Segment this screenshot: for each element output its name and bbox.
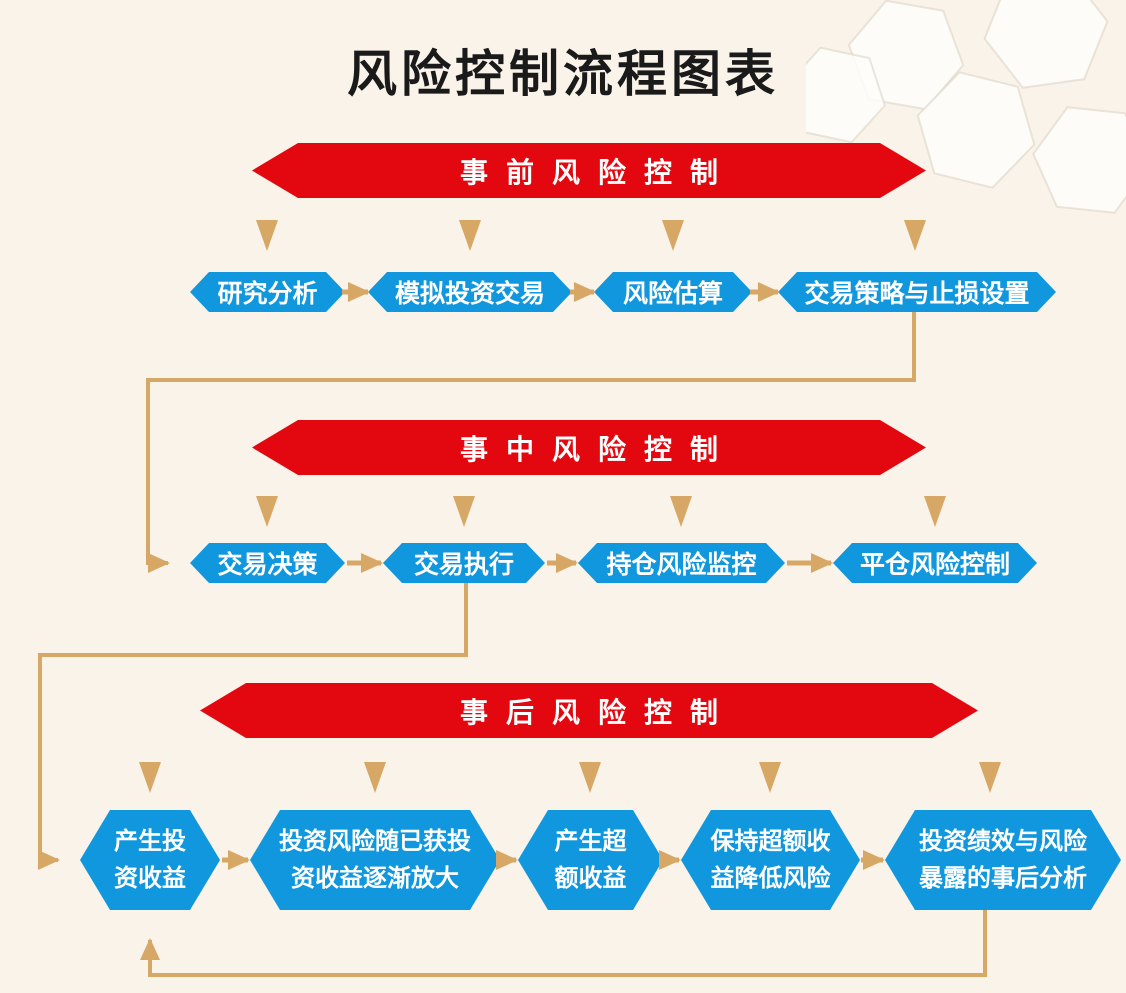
arrow-down-icon [662, 220, 684, 251]
step-performance-risk-exposure-analysis: 投资绩效与风险 暴露的事后分析 [885, 810, 1121, 910]
step-simulated-trading: 模拟投资交易 [368, 272, 572, 312]
step-maintain-excess-return-reduce-risk: 保持超额收 益降低风险 [681, 810, 860, 910]
arrow-down-icon [924, 496, 946, 527]
arrow-down-icon [256, 220, 278, 251]
step-trade-execution: 交易执行 [383, 543, 545, 583]
banner-in-event-risk-control: 事中风险控制 [252, 420, 926, 475]
arrow-down-icon [139, 762, 161, 793]
connector-feedback-loop [140, 910, 987, 977]
banner-pre-event-risk-control: 事前风险控制 [252, 143, 926, 198]
step-risk-estimation: 风险估算 [594, 272, 752, 312]
arrow-down-icon [759, 762, 781, 793]
step-trade-decision: 交易决策 [190, 543, 345, 583]
arrow-down-icon [459, 220, 481, 251]
arrow-down-icon [670, 496, 692, 527]
page-title: 风险控制流程图表 [347, 46, 779, 102]
step-research-analysis: 研究分析 [190, 272, 345, 312]
banner-post-event-risk-control: 事后风险控制 [200, 683, 978, 738]
step-close-position-risk-control: 平仓风险控制 [833, 543, 1037, 583]
arrow-down-icon [904, 220, 926, 251]
step-investment-income: 产生投 资收益 [80, 810, 220, 910]
arrow-down-icon [453, 496, 475, 527]
step-risk-amplification: 投资风险随已获投 资收益逐渐放大 [250, 810, 500, 910]
arrow-down-icon [579, 762, 601, 793]
step-excess-return: 产生超 额收益 [518, 810, 663, 910]
arrow-down-icon [256, 496, 278, 527]
step-position-risk-monitoring: 持仓风险监控 [578, 543, 785, 583]
arrow-down-icon [979, 762, 1001, 793]
step-strategy-stop-loss: 交易策略与止损设置 [778, 272, 1056, 312]
arrow-down-icon [364, 762, 386, 793]
